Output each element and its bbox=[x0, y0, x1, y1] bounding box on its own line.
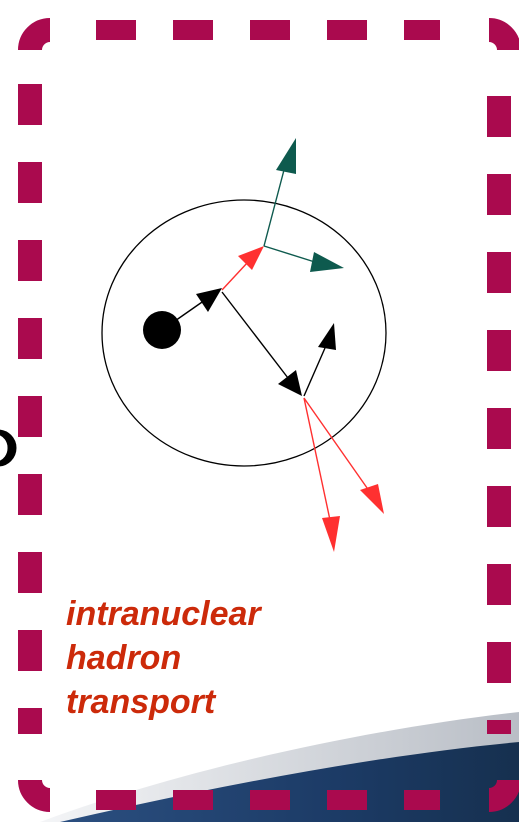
arrowhead-primary-1 bbox=[196, 288, 222, 312]
dashed-frame bbox=[18, 18, 519, 812]
frame-corner-bottom-right bbox=[487, 778, 519, 812]
arrowhead-scattered-1 bbox=[238, 246, 264, 270]
caption-line-2: hadron bbox=[66, 639, 182, 677]
frame-corner-bottom-left bbox=[18, 778, 52, 812]
arrowhead-primary-3 bbox=[318, 323, 336, 350]
arrowhead-outgoing-2 bbox=[310, 252, 344, 272]
arrowhead-primary-2 bbox=[278, 370, 302, 396]
primary-trajectory bbox=[161, 288, 336, 397]
nucleus-circle bbox=[101, 199, 387, 467]
arrowhead-scattered-2 bbox=[322, 516, 340, 552]
caption-line-1: intranuclear bbox=[66, 595, 261, 633]
scattered-trajectory bbox=[221, 246, 384, 552]
arrowhead-scattered-3 bbox=[360, 484, 384, 514]
caption-text: intranuclear hadron transport bbox=[66, 592, 261, 724]
frame-corner-top-right bbox=[487, 18, 519, 52]
arrowhead-outgoing-1 bbox=[276, 138, 296, 174]
frame-corner-top-left bbox=[18, 18, 52, 52]
caption-line-3: transport bbox=[66, 683, 216, 721]
partial-circle-icon bbox=[0, 429, 17, 467]
outgoing-trajectory bbox=[263, 138, 344, 272]
